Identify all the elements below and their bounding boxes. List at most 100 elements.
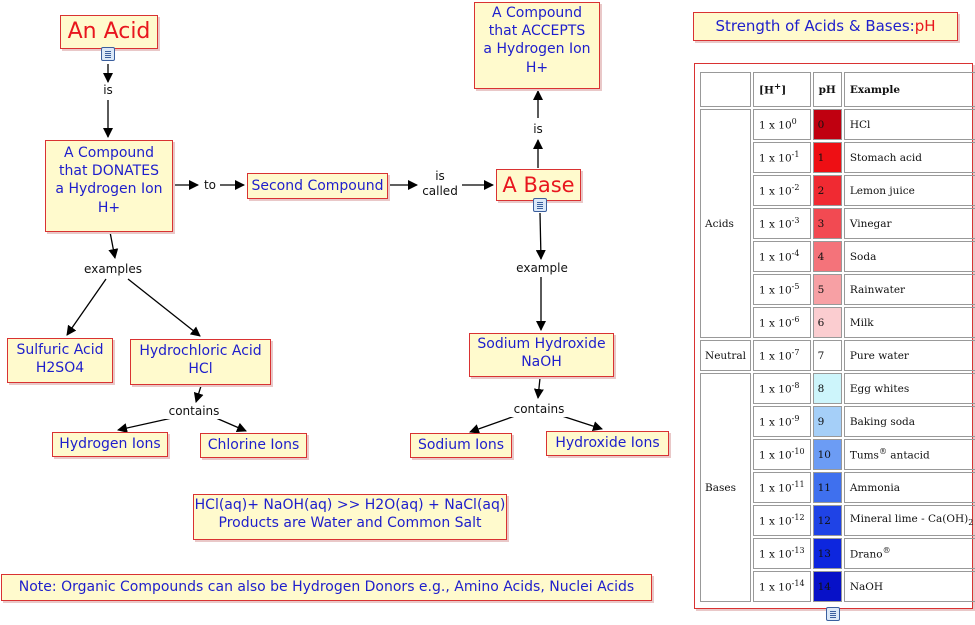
node-compound-donates[interactable]: A Compound that DONATES a Hydrogen Ion H… — [45, 140, 173, 232]
node-an-acid[interactable]: An Acid — [60, 15, 158, 49]
link-label-contains-hcl: contains — [163, 404, 225, 419]
ph-value-swatch: 1 — [812, 142, 842, 173]
ph-value-swatch: 2 — [812, 175, 842, 206]
ph-example: Rainwater — [843, 274, 975, 305]
ph-example: Baking soda — [843, 406, 975, 437]
node-equation[interactable]: HCl(aq)+ NaOH(aq) >> H2O(aq) + NaCl(aq) … — [193, 494, 507, 540]
document-icon[interactable] — [533, 198, 547, 212]
ph-example: Tums® antacid — [843, 439, 975, 470]
ph-value-swatch: 0 — [812, 109, 842, 140]
ph-value-swatch: 10 — [812, 439, 842, 470]
node-sulfuric-acid[interactable]: Sulfuric Acid H2SO4 — [7, 338, 113, 383]
node-hydrochloric-acid[interactable]: Hydrochloric Acid HCl — [130, 339, 271, 385]
node-hydroxide-ions[interactable]: Hydroxide Ions — [546, 431, 669, 456]
ph-concentration: 1 x 10-12 — [753, 505, 811, 536]
ph-group-bases: Bases — [700, 373, 752, 602]
ph-concentration: 1 x 10-4 — [753, 241, 811, 272]
ph-value-swatch: 13 — [812, 538, 842, 569]
link-naoh-contains — [533, 377, 544, 399]
node-chlorine-ions[interactable]: Chlorine Ions — [200, 433, 307, 458]
ph-concentration: 1 x 10-13 — [753, 538, 811, 569]
ph-concentration: 1 x 10-7 — [753, 340, 811, 371]
node-sodium-hydroxide[interactable]: Sodium Hydroxide NaOH — [469, 333, 614, 377]
ph-value-swatch: 4 — [812, 241, 842, 272]
link-contains-clions — [215, 417, 247, 433]
ph-header-example: Example — [843, 72, 975, 107]
link-examples-hcl — [127, 278, 201, 337]
ph-example: HCl — [843, 109, 975, 140]
ph-concentration: 1 x 10-10 — [753, 439, 811, 470]
ph-value-swatch: 3 — [812, 208, 842, 239]
ph-example: Pure water — [843, 340, 975, 371]
ph-concentration: 1 x 10-6 — [753, 307, 811, 338]
ph-concentration: 1 x 10-8 — [753, 373, 811, 404]
ph-value-swatch: 11 — [812, 472, 842, 503]
ph-concentration: 1 x 100 — [753, 109, 811, 140]
ph-value-swatch: 8 — [812, 373, 842, 404]
node-strength-title[interactable]: Strength of Acids & Bases:pH — [693, 12, 958, 41]
node-sodium-ions[interactable]: Sodium Ions — [410, 433, 512, 458]
ph-value-swatch: 7 — [812, 340, 842, 371]
ph-concentration: 1 x 10-5 — [753, 274, 811, 305]
ph-concentration: 1 x 10-14 — [753, 571, 811, 602]
ph-header-h: [H+] — [753, 72, 811, 107]
ph-example: Stomach acid — [843, 142, 975, 173]
link-base-example — [535, 212, 546, 260]
ph-value-swatch: 14 — [812, 571, 842, 602]
ph-concentration: 1 x 10-11 — [753, 472, 811, 503]
ph-value-swatch: 6 — [812, 307, 842, 338]
ph-example: Milk — [843, 307, 975, 338]
ph-example: Mineral lime - Ca(OH)2 — [843, 505, 975, 536]
ph-table-header-row: [H+] pH Example — [700, 72, 975, 107]
link-hcl-contains — [193, 385, 204, 403]
link-label-is-base: is — [528, 122, 548, 137]
link-label-to: to — [200, 178, 220, 193]
document-icon[interactable] — [826, 607, 840, 621]
link-label-contains-naoh: contains — [508, 402, 570, 417]
ph-example: Soda — [843, 241, 975, 272]
node-second-compound[interactable]: Second Compound — [247, 173, 388, 199]
ph-example: Vinegar — [843, 208, 975, 239]
ph-concentration: 1 x 10-9 — [753, 406, 811, 437]
link-contains-ohions — [561, 415, 603, 431]
link-contains-hions — [117, 417, 173, 433]
ph-value-swatch: 5 — [812, 274, 842, 305]
ph-example: NaOH — [843, 571, 975, 602]
ph-header-ph: pH — [812, 72, 842, 107]
link-label-is-called: is called — [419, 169, 461, 199]
link-label-example: example — [511, 261, 573, 276]
node-hydrogen-ions[interactable]: Hydrogen Ions — [52, 432, 168, 457]
document-icon[interactable] — [101, 47, 115, 61]
node-a-base[interactable]: A Base — [496, 169, 581, 201]
node-note[interactable]: Note: Organic Compounds can also be Hydr… — [1, 574, 652, 601]
ph-value-swatch: 9 — [812, 406, 842, 437]
ph-example: Egg whites — [843, 373, 975, 404]
ph-group-acids: Acids — [700, 109, 752, 338]
ph-group-neutral: Neutral — [700, 340, 752, 371]
link-examples-sulfuric — [66, 278, 107, 336]
link-donates-examples — [108, 231, 119, 259]
ph-concentration: 1 x 10-2 — [753, 175, 811, 206]
node-compound-accepts[interactable]: A Compound that ACCEPTS a Hydrogen Ion H… — [474, 2, 600, 89]
link-label-examples: examples — [80, 262, 146, 277]
ph-header-group — [700, 72, 752, 107]
ph-concentration: 1 x 10-3 — [753, 208, 811, 239]
link-label-is: is — [98, 83, 118, 98]
